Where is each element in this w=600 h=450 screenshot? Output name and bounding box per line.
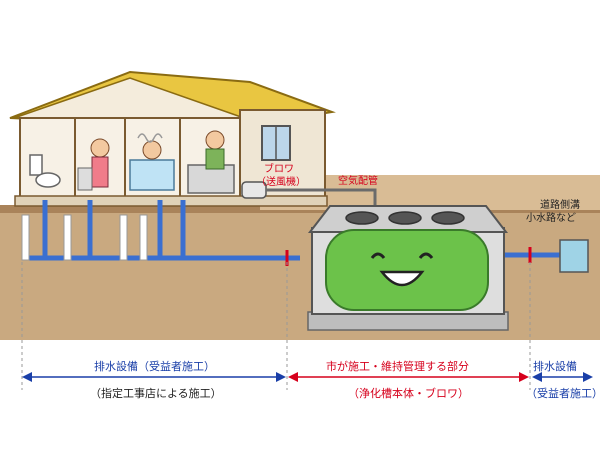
tank-body bbox=[326, 230, 488, 310]
manhole-3 bbox=[432, 212, 464, 224]
person-bath-head bbox=[143, 141, 161, 159]
right-section-title: 排水設備 bbox=[533, 358, 577, 374]
person-sink-body bbox=[92, 157, 108, 187]
left-section-title: 排水設備（受益者施工） bbox=[94, 358, 215, 374]
bathtub bbox=[130, 160, 174, 190]
sink-counter bbox=[78, 168, 92, 190]
house-foundation bbox=[15, 196, 327, 206]
road-ditch bbox=[560, 240, 588, 272]
left-section-subtitle: （指定工事店による施工） bbox=[90, 385, 222, 401]
toilet-tank bbox=[30, 155, 42, 175]
air-pipe-label: 空気配管 bbox=[338, 172, 378, 187]
middle-section-title: 市が施工・維持管理する部分 bbox=[326, 358, 469, 374]
small-waterway-label: 小水路など bbox=[526, 209, 576, 224]
middle-section-subtitle: （浄化槽本体・ブロワ） bbox=[348, 385, 469, 401]
blower-sub-label: （送風機） bbox=[256, 173, 306, 188]
person-sink-head bbox=[91, 139, 109, 157]
septic-tank bbox=[308, 206, 508, 330]
right-section-subtitle: （受益者施工） bbox=[526, 385, 600, 401]
person-kitchen-head bbox=[206, 131, 224, 149]
manhole-1 bbox=[346, 212, 378, 224]
manhole-2 bbox=[389, 212, 421, 224]
toilet-bowl bbox=[36, 173, 60, 187]
person-kitchen-body bbox=[206, 149, 224, 169]
